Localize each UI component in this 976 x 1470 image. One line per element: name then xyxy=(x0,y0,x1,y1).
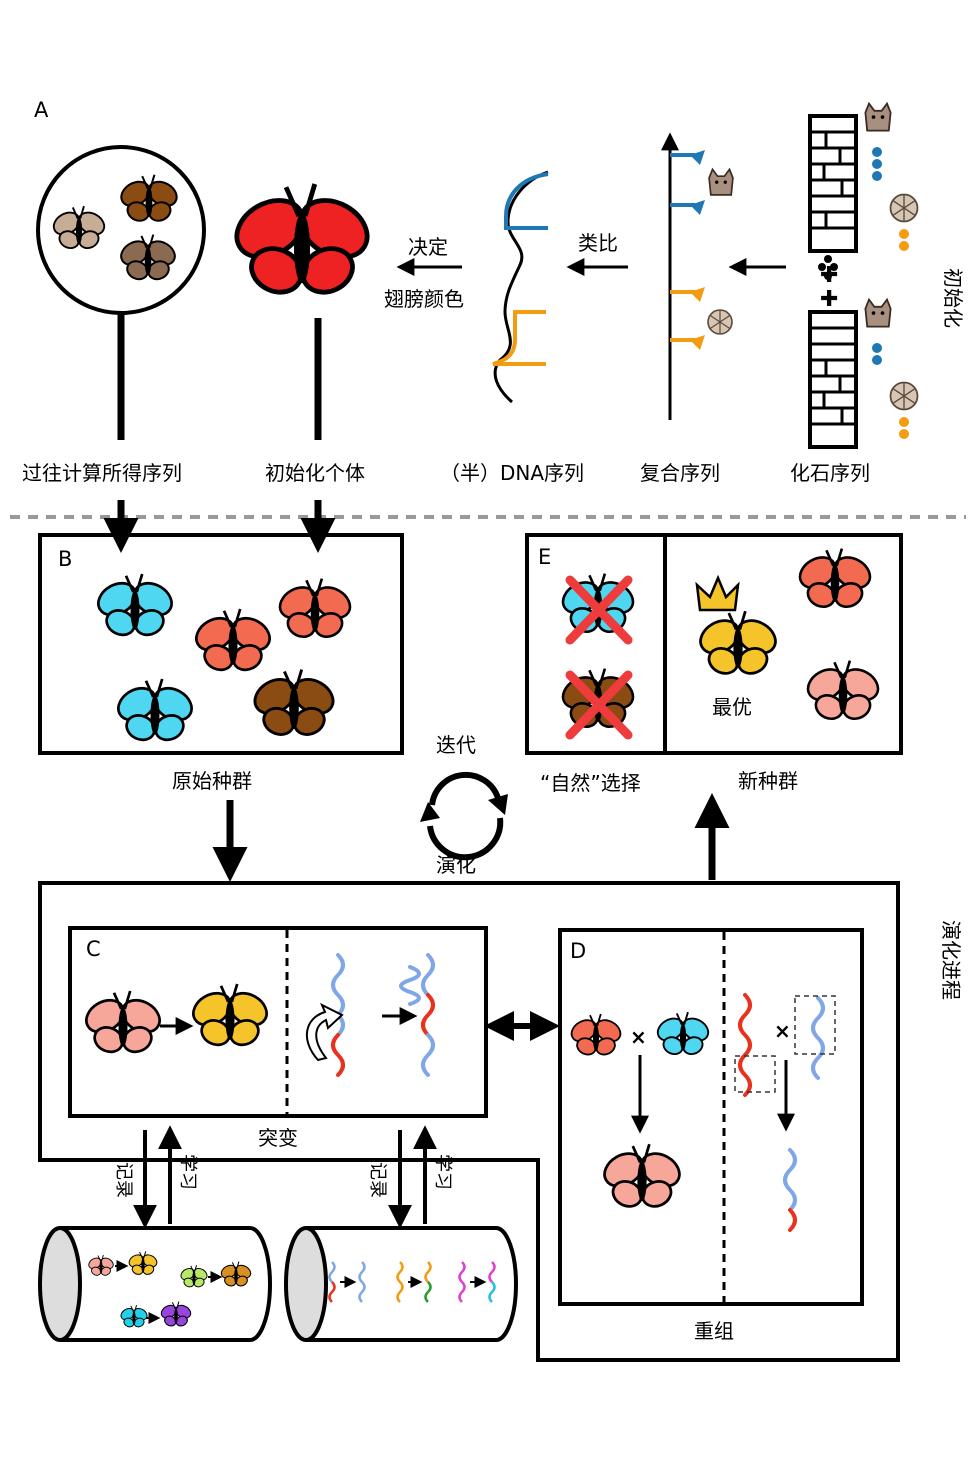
svg-text:×: × xyxy=(630,1025,647,1049)
label-analogy: 类比 xyxy=(578,231,618,255)
label-wing-color: 翅膀颜色 xyxy=(384,287,464,311)
panel-label-c: C xyxy=(86,937,101,961)
fossil-icon xyxy=(707,309,733,335)
butterfly-icon xyxy=(189,607,277,676)
label-best: 最优 xyxy=(712,695,752,719)
label-initial-individual: 初始化个体 xyxy=(265,461,365,485)
label-past-computed: 过往计算所得序列 xyxy=(22,461,182,485)
evolution-process-frame xyxy=(38,881,900,1362)
butterfly-icon xyxy=(793,547,877,613)
label-composite: 复合序列 xyxy=(640,461,720,485)
butterfly-icon xyxy=(801,659,885,725)
panel-label-a: A xyxy=(34,98,49,122)
butterfly-icon xyxy=(693,609,783,680)
label-mutation: 突变 xyxy=(258,1126,298,1150)
label-semi-dna: （半）DNA序列 xyxy=(440,461,584,485)
butterfly-icon xyxy=(91,572,179,641)
svg-text:✚: ✚ xyxy=(820,287,838,312)
label-recombination: 重组 xyxy=(694,1319,734,1343)
label-record-right: 记录 xyxy=(367,1162,388,1198)
composite-sequence xyxy=(661,132,734,420)
label-natural-selection: “自然”选择 xyxy=(540,771,641,795)
panel-label-d: D xyxy=(570,939,586,963)
fossil-icon xyxy=(889,193,919,223)
dna-strand-icon xyxy=(331,953,435,1077)
fossil-sequence: ✚ ✚ xyxy=(808,102,919,449)
dna-strand-icon xyxy=(738,993,825,1232)
panel-label-e: E xyxy=(538,545,551,569)
label-learn-left: 学习 xyxy=(177,1154,198,1190)
panel-b-original-population xyxy=(38,533,404,755)
panel-d-recombination xyxy=(558,928,864,1306)
butterfly-icon xyxy=(227,184,378,300)
label-record-left: 记录 xyxy=(113,1162,134,1198)
fossil-icon xyxy=(889,381,919,411)
butterfly-icon xyxy=(273,577,357,643)
svg-text:×: × xyxy=(774,1019,791,1043)
cylinder-record-icon xyxy=(38,1226,272,1342)
cycle-arrows-icon xyxy=(420,771,508,861)
cross-out-icon xyxy=(565,575,633,645)
label-fossil: 化石序列 xyxy=(790,461,870,485)
butterfly-icon xyxy=(247,668,341,741)
cross-out-icon xyxy=(565,670,633,740)
section-initialization: 初始化 xyxy=(941,268,965,328)
cylinder-record-icon xyxy=(284,1226,518,1342)
magnifier-icon xyxy=(36,145,206,440)
label-decides: 决定 xyxy=(408,235,448,259)
label-original-population: 原始种群 xyxy=(172,769,252,793)
label-new-population: 新种群 xyxy=(738,769,798,793)
butterfly-icon xyxy=(111,677,199,746)
panel-label-b: B xyxy=(58,547,72,571)
crown-icon xyxy=(695,574,740,612)
dna-strand-icon xyxy=(492,170,549,404)
label-iterate: 迭代 xyxy=(436,733,476,757)
label-learn-right: 学习 xyxy=(432,1154,453,1190)
label-evolve: 演化 xyxy=(436,853,476,877)
panel-e-selection xyxy=(525,533,903,755)
section-evolution-process: 演化进程 xyxy=(939,920,963,1000)
